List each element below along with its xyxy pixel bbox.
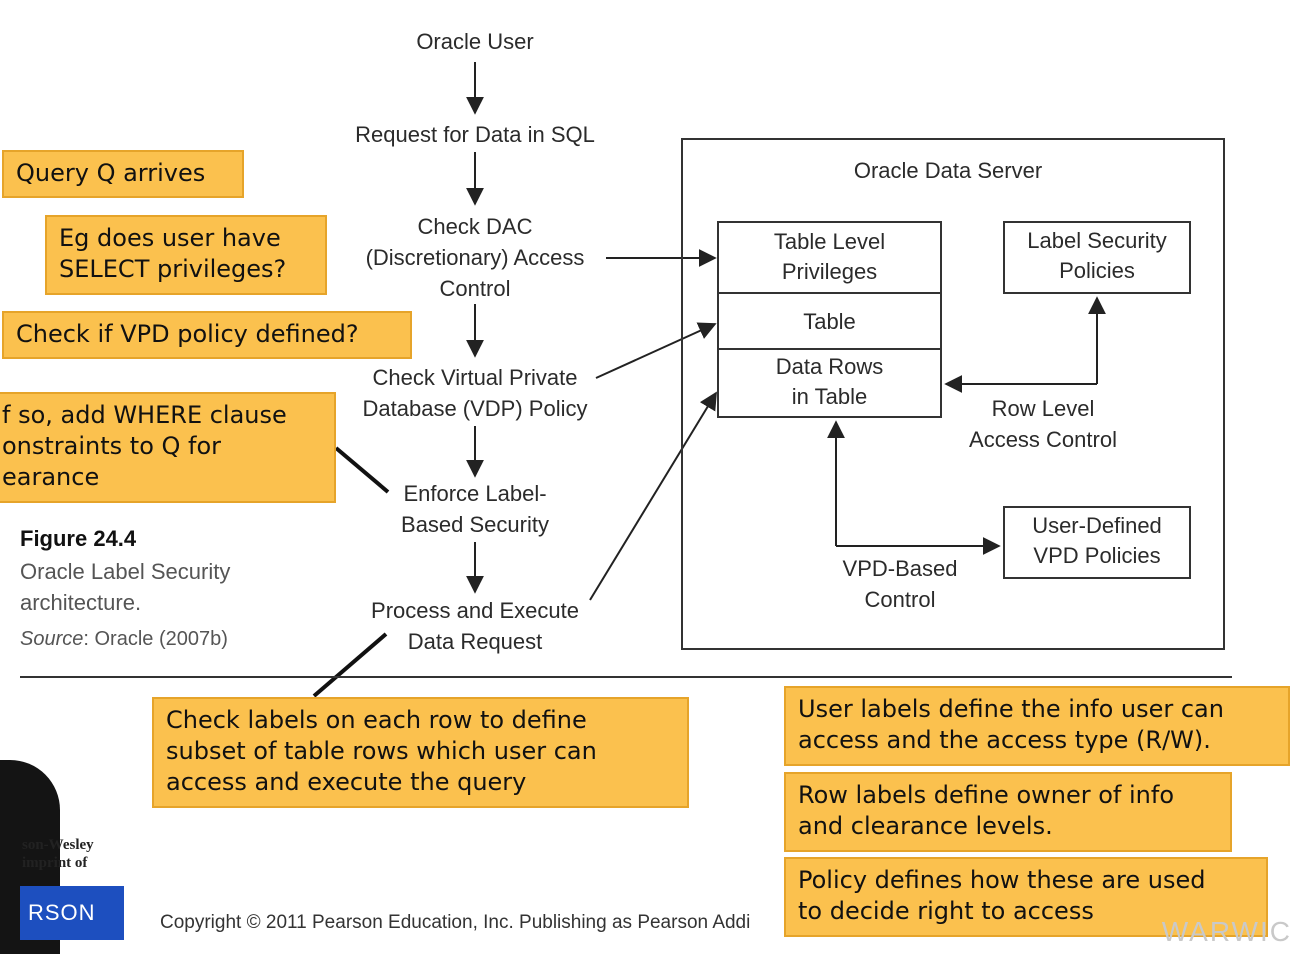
note-policy: Policy defines how these are used to dec…	[784, 857, 1268, 937]
note-row-labels: Row labels define owner of info and clea…	[784, 772, 1232, 852]
figure-number: Figure 24.4	[20, 526, 137, 551]
publisher-text: son-Wesley imprint of	[22, 837, 94, 871]
source-label: Source	[20, 628, 84, 650]
table-box	[717, 292, 942, 350]
oracle-user-label: Oracle User	[416, 29, 534, 54]
oracle-data-server-box	[681, 138, 1225, 650]
user-defined-vpd-policies-label: User-Defined VPD Policies	[1032, 513, 1162, 568]
table-label: Table	[803, 309, 856, 334]
oracle-data-server-title: Oracle Data Server	[853, 158, 1043, 183]
pearson-logo: RSON	[20, 886, 124, 940]
note-user-labels: User labels define the info user can acc…	[784, 686, 1290, 766]
note-vpd-defined: Check if VPD policy defined?	[2, 311, 412, 359]
note-check-labels: Check labels on each row to define subse…	[152, 697, 689, 808]
enforce-label-security-label: Enforce Label- Based Security	[401, 481, 549, 537]
label-security-policies-box	[1003, 221, 1191, 294]
data-rows-label: Data Rows in Table	[775, 354, 884, 409]
user-defined-vpd-policies-box	[1003, 506, 1191, 579]
arrow-process-to-rows	[589, 391, 717, 601]
request-sql-label: Request for Data in SQL	[355, 122, 595, 147]
check-vpd-label: Check Virtual Private Database (VDP) Pol…	[362, 365, 588, 421]
callout-line-where	[334, 446, 390, 494]
check-dac-label: Check DAC (Discretionary) Access Control	[365, 214, 585, 301]
table-level-privileges-label: Table Level Privileges	[773, 229, 886, 284]
source-text: : Oracle (2007b)	[83, 628, 228, 650]
note-where-clause: f so, add WHERE clause onstraints to Q f…	[0, 392, 336, 503]
note-select-privileges: Eg does user have SELECT privileges?	[45, 215, 327, 295]
vpd-based-control-label: VPD-Based Control	[842, 556, 958, 612]
row-level-access-control-label: Row Level Access Control	[969, 396, 1117, 452]
warwick-watermark: WARWIC	[1161, 916, 1292, 947]
divider-line	[20, 676, 1232, 678]
pearson-logo-text: RSON	[28, 900, 96, 925]
arrow-vpd-to-table	[595, 322, 717, 379]
note-query-arrives: Query Q arrives	[2, 150, 244, 198]
label-security-policies-label: Label Security Policies	[1027, 228, 1167, 283]
process-execute-label: Process and Execute Data Request	[371, 598, 579, 654]
figure-source: Source: Oracle (2007b)	[20, 628, 228, 651]
copyright-text: Copyright © 2011 Pearson Education, Inc.…	[160, 912, 751, 933]
data-rows-box	[717, 348, 942, 418]
callout-line-check-labels	[312, 632, 388, 698]
figure-caption: Oracle Label Security architecture.	[20, 559, 231, 615]
